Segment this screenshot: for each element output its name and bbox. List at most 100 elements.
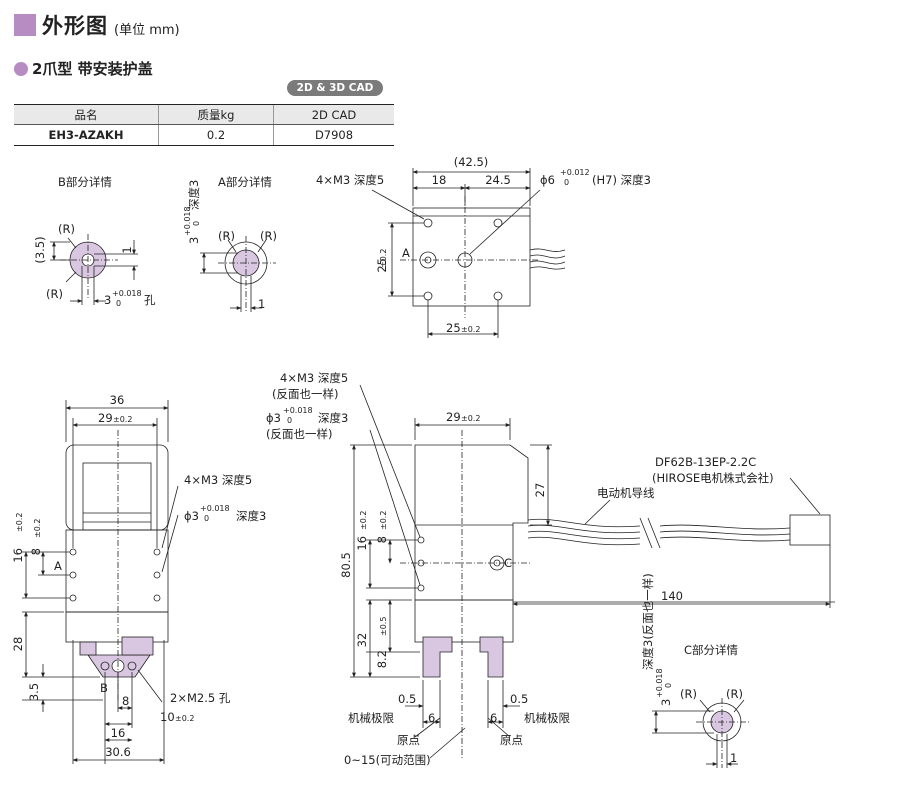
side-dim-32: 32 (355, 633, 369, 648)
side-dim-27: 27 (533, 483, 547, 498)
side-dim-140: 140 (661, 589, 683, 603)
spec-table-header-row: 品名 质量kg 2D CAD (14, 104, 394, 125)
a-detail-drawing (200, 236, 276, 312)
dim-6-left: 6 (428, 711, 435, 725)
front-dim-16: 16 (11, 548, 25, 563)
front-tol-29: ±0.2 (113, 415, 132, 424)
front-letter-b: B (100, 681, 108, 695)
dim-0-5-right: 0.5 (510, 692, 528, 706)
top-dim-25-v: 25 (375, 258, 389, 273)
front-dim-36: 36 (110, 393, 125, 407)
drawing-labels: B部分详情 (R) (R) (3.5) 1 3 +0.018 0 孔 A部分详情… (11, 155, 774, 767)
b-detail-drawing (50, 234, 138, 305)
side-phi3: ϕ3 (266, 411, 281, 425)
top-dim-25-h: 25 (446, 321, 461, 335)
side-letter-c: C (504, 556, 512, 570)
cad-badge[interactable]: 2D & 3D CAD (287, 80, 383, 96)
a-dim-3: 3 (187, 237, 201, 244)
a-r-label-1: (R) (218, 229, 235, 243)
front-m25-label: 2×M2.5 孔 (170, 691, 231, 705)
b-hole-label: 孔 (144, 293, 156, 307)
a-r-label-2: (R) (260, 229, 277, 243)
dim-0-5-left: 0.5 (398, 692, 416, 706)
front-tol-plus: +0.018 (200, 504, 230, 513)
page-title: 外形图 (42, 14, 108, 38)
a-depth-label: 深度3 (187, 180, 201, 210)
top-letter-a: A (402, 246, 410, 260)
top-dim-42-5: (42.5) (454, 155, 489, 169)
side-same-reverse-2: (反面也一样) (266, 427, 332, 441)
b-detail-title: B部分详情 (58, 175, 112, 189)
front-dim-29: 29 (98, 411, 113, 425)
top-h7-depth: (H7) 深度3 (592, 173, 651, 187)
a-tol-plus: +0.018 (183, 206, 192, 236)
section-title: 2爪型 带安装护盖 (32, 60, 153, 78)
b-tol-plus: +0.018 (112, 289, 142, 298)
side-same-reverse-1: (反面也一样) (272, 387, 338, 401)
c-dim-3: 3 (659, 699, 673, 706)
front-dim-8b: 8 (122, 694, 129, 708)
c-r-label-1: (R) (680, 687, 697, 701)
top-dim-18: 18 (432, 173, 447, 187)
c-detail-title: C部分详情 (684, 643, 739, 657)
side-view-drawing (350, 384, 835, 760)
front-view-drawing (22, 400, 179, 764)
side-tol-8-2: ±0.5 (379, 617, 388, 636)
spec-table: 品名 质量kg 2D CAD EH3-AZAKH 0.2 D7908 (14, 104, 394, 146)
side-depth3: 深度3 (318, 411, 348, 425)
page-header: 外形图 (单位 mm) (14, 10, 180, 40)
front-tol-8: ±0.2 (33, 519, 42, 538)
front-dim-16b: 16 (111, 726, 126, 740)
section-header: 2爪型 带安装护盖 (14, 58, 153, 79)
b-r-label-2: (R) (46, 287, 63, 301)
a-dim-1: 1 (258, 297, 265, 311)
side-m3-label: 4×M3 深度5 (280, 371, 348, 385)
side-dim-16: 16 (355, 536, 369, 551)
top-phi6: ϕ6 (540, 173, 555, 187)
c-tol-plus: +0.018 (655, 668, 664, 698)
motor-lead-label: 电动机导线 (597, 486, 655, 500)
col-header-cad: 2D CAD (273, 104, 394, 125)
front-dim-10: 10 (160, 710, 175, 724)
mech-limit-right: 机械极限 (524, 711, 570, 725)
origin-right: 原点 (500, 733, 523, 747)
col-header-mass: 质量kg (158, 104, 274, 125)
c-depth-label: 深度3(反面也一样) (641, 573, 655, 670)
mech-limit-left: 机械极限 (348, 711, 394, 725)
side-tol-8: ±0.2 (379, 511, 388, 530)
header-square-icon (14, 14, 36, 36)
front-dim-28: 28 (11, 637, 25, 652)
c-dim-1: 1 (730, 751, 737, 765)
cell-product-name: EH3-AZAKH (14, 124, 159, 146)
c-detail-drawing (652, 698, 750, 768)
front-tol-zero: 0 (204, 514, 209, 523)
b-dim-1: 1 (120, 246, 134, 253)
top-tol-zero: 0 (564, 178, 569, 187)
front-tol-10: ±0.2 (175, 714, 194, 723)
a-detail-title: A部分详情 (218, 175, 272, 189)
side-tol-plus: +0.018 (283, 406, 313, 415)
front-depth3: 深度3 (236, 509, 266, 523)
side-dim-80-5: 80.5 (339, 552, 353, 578)
side-dim-8-2: 8.2 (375, 650, 389, 668)
top-tol-plus: +0.012 (560, 168, 590, 177)
spec-table-row: EH3-AZAKH 0.2 D7908 (14, 124, 394, 146)
b-dim-3: 3 (104, 293, 111, 307)
cell-mass: 0.2 (158, 124, 274, 146)
front-dim-3-5: 3.5 (27, 683, 41, 701)
dim-6-right: 6 (490, 711, 497, 725)
side-tol-16: ±0.2 (359, 511, 368, 530)
b-dim-3-5: (3.5) (33, 236, 47, 263)
side-dim-29: 29 (446, 410, 461, 424)
front-letter-a: A (54, 559, 62, 573)
cell-cad-link[interactable]: D7908 (273, 124, 394, 146)
front-dim-8: 8 (29, 548, 43, 555)
connector-model: DF62B-13EP-2.2C (655, 455, 756, 469)
b-r-label-1: (R) (58, 222, 75, 236)
front-tol-16: ±0.2 (15, 513, 24, 532)
connector-maker: (HIROSE电机株式会社) (652, 471, 774, 485)
top-tol-v: ±0.2 (379, 249, 388, 268)
range-label: 0~15(可动范围) (344, 753, 431, 767)
origin-left: 原点 (397, 733, 420, 747)
